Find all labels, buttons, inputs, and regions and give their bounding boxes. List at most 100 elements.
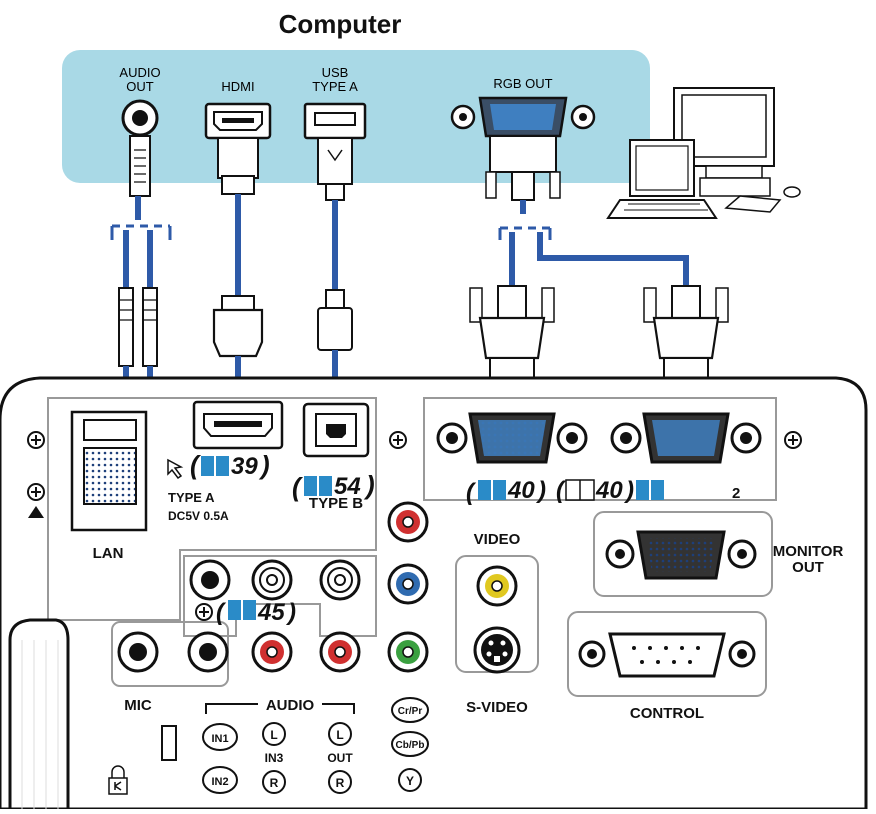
control-port [578,632,756,678]
audio-label: AUDIO [266,697,315,714]
svg-text:R: R [336,776,345,790]
screw-icons [27,431,802,621]
svg-text:40: 40 [507,477,535,504]
usb-label-2: TYPE A [312,79,358,94]
audio-bracket [205,703,355,714]
svg-text:45: 45 [257,599,285,626]
video-label: VIDEO [474,531,521,548]
svg-text:): ) [285,599,296,626]
audio-out-l-jack [319,559,361,601]
svg-text:R: R [270,776,279,790]
svg-text:(: ( [556,477,567,504]
svg-text:40: 40 [595,477,623,504]
mic-jack [117,631,159,673]
svg-text:Cr/Pr: Cr/Pr [398,706,423,717]
usb-power-label: DC5V 0.5A [168,509,229,523]
rgb-out-port [450,96,596,138]
audio-in3-l-jack [251,559,293,601]
audio-in2-jack [189,559,231,601]
audio-out-r-jack [319,631,361,673]
svg-text:39: 39 [231,453,258,480]
usb-type-b-label: TYPE B [309,495,363,512]
svg-text:): ) [535,477,546,504]
svg-text:54: 54 [334,473,361,500]
audio-in1-jack [187,631,229,673]
in3-r-badge: R [262,770,286,794]
rgb-cable [469,135,729,420]
rgb-in1-port [436,412,588,464]
mic-label: MIC [124,697,152,714]
svg-text:Cb/Pb: Cb/Pb [396,740,425,751]
audio-reference: ( 45 ) [216,599,296,626]
rgb-in2-port [610,412,762,464]
svg-text:): ) [363,470,375,500]
audio-out-label-1: AUDIO [119,65,160,80]
monitor-out-label-1: MONITOR [773,543,844,560]
monitor-out-panel [593,511,773,597]
control-label: CONTROL [630,705,704,722]
arrow-icon [167,458,184,480]
s-video-jack [473,626,521,674]
svg-text:L: L [336,728,343,742]
usb-type-b-port [302,402,370,458]
lan-label: LAN [93,545,124,562]
in3-l-badge: L [262,722,286,746]
component-cb-jack [387,563,429,605]
monitor-out-port [605,530,757,580]
out-label: OUT [327,751,353,765]
in3-label: IN3 [265,751,284,765]
svg-text:IN2: IN2 [211,776,228,788]
book-icon [304,476,332,496]
audio-out-label-2: OUT [126,79,154,94]
component-y-jack [387,631,429,673]
out-l-badge: L [328,722,352,746]
in2-badge: IN2 [202,766,238,794]
hdmi-port [204,102,272,140]
y-badge: Y [398,768,422,792]
book-icon [636,480,664,500]
kensington-lock-icon [108,765,128,795]
book-outline-icon [565,479,595,501]
rgb-in2-reference: ( 40 ) 2 [556,477,740,504]
rgb-in1-reference: ( 40 ) [466,477,546,506]
rgb-in-panel [423,397,777,501]
monitor-out-label-2: OUT [792,559,824,576]
cr-pr-badge: Cr/Pr [391,697,429,723]
in1-badge: IN1 [202,723,238,751]
book-icon [201,456,229,476]
computer-icon [606,87,801,219]
diagram-title: Computer [279,9,402,39]
triangle-icon [28,506,44,518]
svg-text:): ) [623,477,634,504]
svg-text:L: L [270,728,277,742]
svg-text:Y: Y [406,774,414,788]
out-r-badge: R [328,770,352,794]
security-slot [161,725,177,761]
svg-text:2: 2 [732,485,740,502]
usb-type-a-label: TYPE A [168,490,215,505]
book-icon [228,600,256,620]
audio-in3-r-jack [251,631,293,673]
hdmi-cable [212,137,264,420]
usb-label-1: USB [322,65,349,80]
audio-out-jack [121,99,159,137]
usb-cable [317,137,353,420]
lan-port [70,410,148,532]
control-panel [567,611,767,697]
svg-text:(: ( [216,599,227,626]
hdmi-label: HDMI [221,79,254,94]
usb-type-a-port [303,102,367,140]
cb-pb-badge: Cb/Pb [391,731,429,757]
video-jack [476,565,518,607]
s-video-label: S-VIDEO [466,699,528,716]
svg-text:(: ( [466,479,477,506]
book-icon [478,480,506,500]
svg-text:IN1: IN1 [211,733,228,745]
component-cr-jack [387,501,429,543]
stand-bar [8,618,70,811]
svg-text:): ) [258,450,270,480]
rgb-out-label: RGB OUT [493,76,552,91]
hdmi-input-port [192,400,284,450]
